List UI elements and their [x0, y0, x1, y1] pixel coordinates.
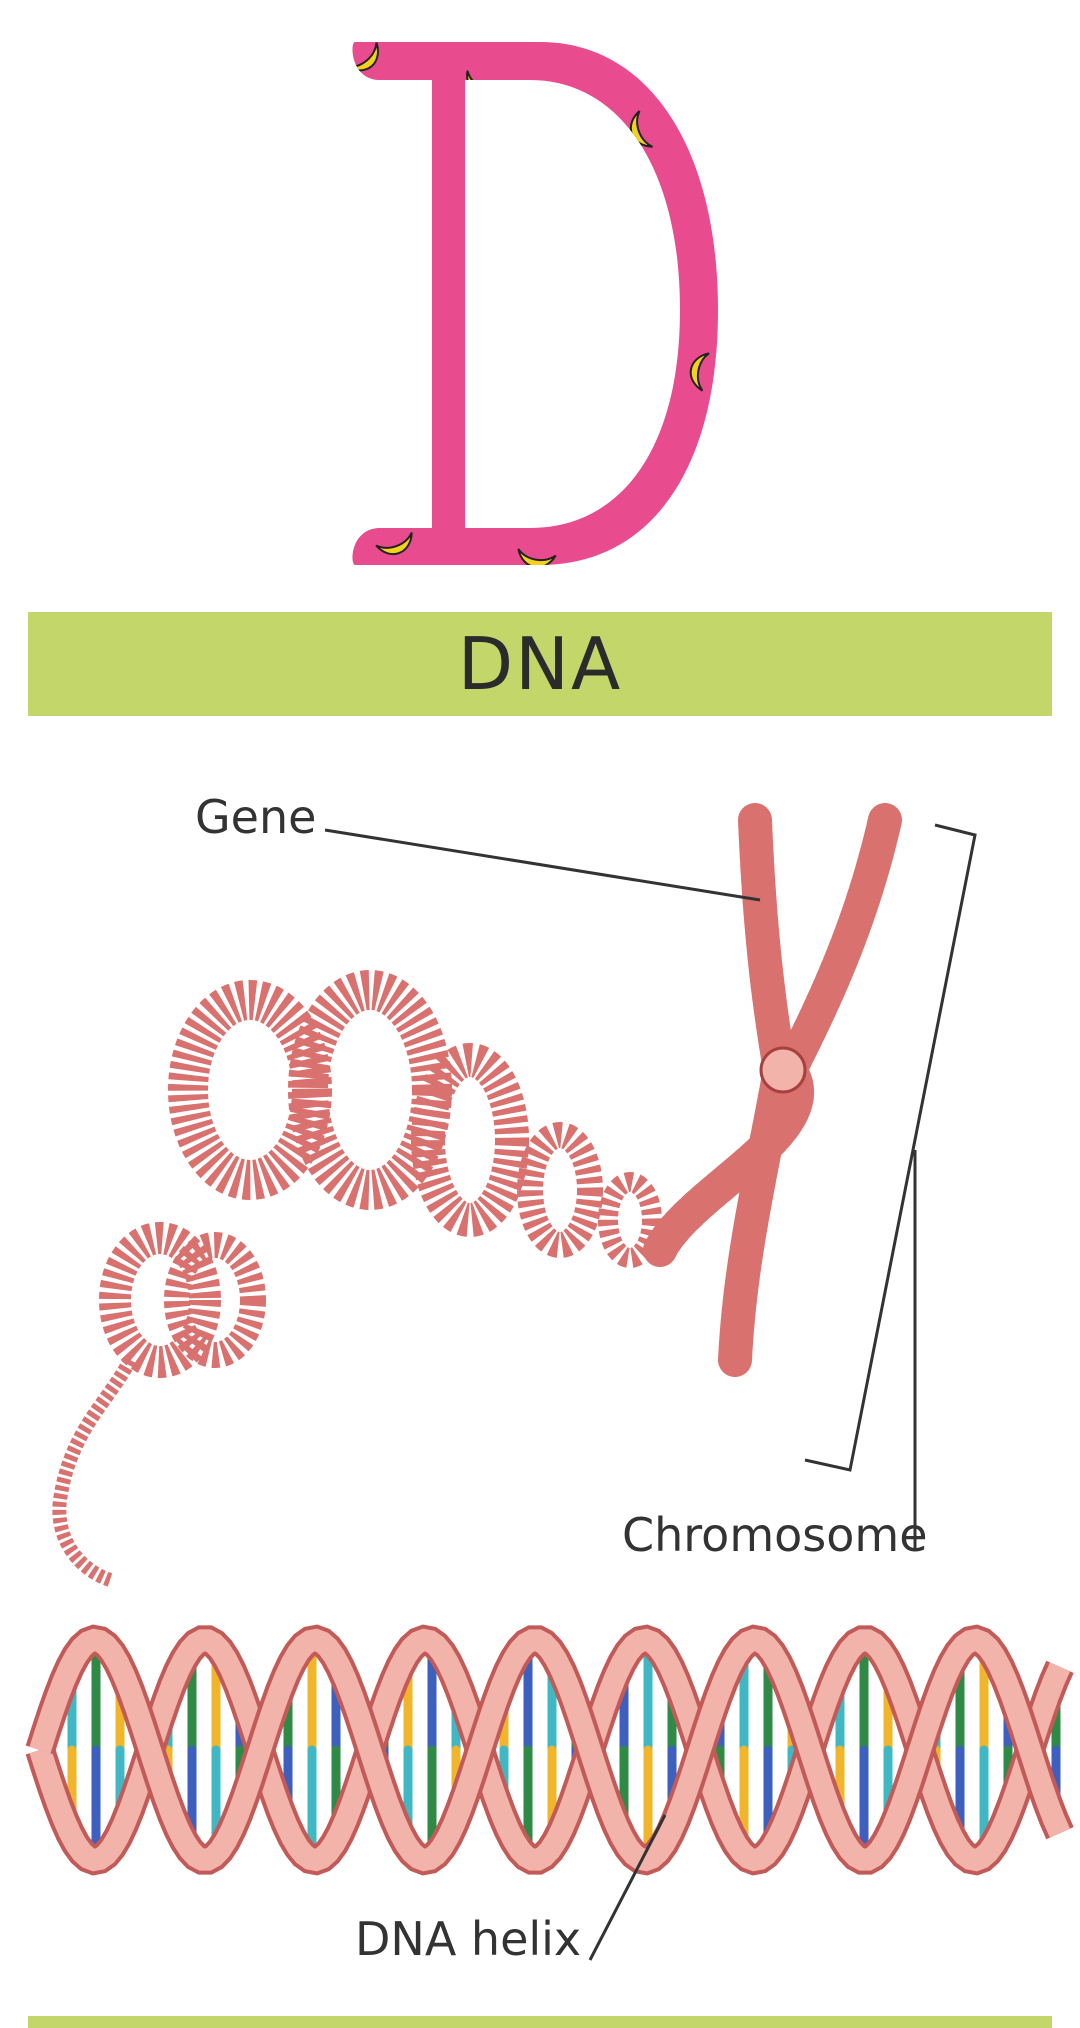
- chromatin-coil: [598, 1172, 662, 1268]
- dna-strand: [52, 1356, 137, 1587]
- chromatin-coil: [411, 1043, 529, 1237]
- leader-lines: [324, 823, 977, 1961]
- chromosome-arm: [773, 803, 902, 1087]
- dna-double-helix: [25, 1624, 1074, 1876]
- letter-d-shape: [352, 42, 718, 565]
- chromatin-coil: [99, 1222, 221, 1378]
- banana-icon: [517, 548, 557, 565]
- gene-leader-line: [324, 828, 761, 902]
- letter-d-illustration: [0, 0, 1080, 580]
- dna-diagram-svg: [25, 803, 1074, 1961]
- chromatin-coil: [517, 1122, 603, 1258]
- centromere: [759, 1046, 807, 1094]
- title-bar: DNA: [28, 612, 1052, 716]
- helix-ribbon: [29, 1628, 1071, 1872]
- dna-helix-label: DNA helix: [355, 1912, 582, 1966]
- letter-d-svg: [352, 42, 718, 565]
- helix-ribbon: [29, 1628, 1071, 1872]
- chromosome-arm: [738, 803, 797, 1087]
- chromatin-coils: [99, 970, 662, 1378]
- chromosome-label: Chromosome: [622, 1508, 928, 1562]
- chromatin-coil: [164, 1232, 266, 1368]
- gene-label: Gene: [195, 790, 317, 844]
- chromosome-shape: [643, 803, 902, 1377]
- dna-helix-leader-line: [588, 1814, 667, 1961]
- banana-icon: [629, 110, 653, 148]
- dna-diagram: Gene Chromosome DNA helix: [0, 740, 1080, 2000]
- banana-icon: [375, 532, 413, 556]
- chromosome-bracket: [804, 823, 977, 1472]
- diagram-title: DNA: [457, 622, 623, 706]
- chromosome-arm: [718, 1053, 797, 1377]
- banana-icon: [352, 42, 379, 72]
- chromatin-coil: [168, 980, 332, 1200]
- chromosome-arm: [643, 1053, 815, 1267]
- bottom-color-rule: [28, 2016, 1052, 2028]
- banana-icon: [689, 352, 710, 392]
